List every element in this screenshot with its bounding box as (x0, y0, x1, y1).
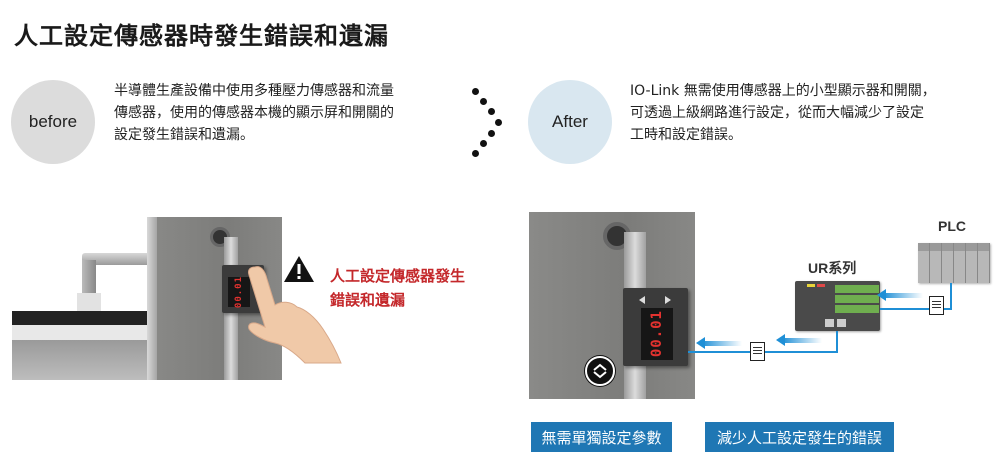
sensor-display: 00.01 (228, 276, 250, 308)
after-description-line: IO-Link 無需使用傳感器上的小型顯示器和開關， (630, 83, 936, 99)
before-description: 半導體生產設備中使用多種壓力傳感器和流量 傳感器，使用的傳感器本機的顯示屏和開關… (114, 80, 454, 146)
after-badge: After (528, 80, 612, 164)
plc-label: PLC (938, 218, 966, 234)
machine-arm (82, 253, 162, 265)
document-icon (750, 342, 765, 361)
flow-arrow-icon (883, 293, 923, 298)
machine-base (12, 340, 162, 380)
document-icon (929, 296, 944, 315)
before-description-line: 半導體生產設備中使用多種壓力傳感器和流量 (114, 83, 394, 99)
before-description-line: 設定發生錯誤和遺漏。 (114, 127, 254, 143)
flow-arrow-icon (702, 341, 742, 346)
tag-no-individual-params: 無需單獨設定參數 (531, 422, 672, 452)
tag-reduce-manual-errors: 減少人工設定發生的錯誤 (705, 422, 894, 452)
after-badge-label: After (552, 112, 588, 131)
flow-arrow-icon (877, 289, 886, 301)
machine-post (82, 260, 96, 295)
machine-ring (12, 311, 162, 341)
hand-pointing-icon (248, 266, 342, 364)
sync-icon (585, 356, 615, 386)
after-description-line: 工時和設定錯誤。 (630, 127, 742, 143)
flow-arrow-icon (782, 338, 822, 343)
plc-device (918, 243, 990, 283)
network-line (950, 283, 952, 309)
warning-message: 人工設定傳感器發生 錯誤和遺漏 (330, 264, 465, 312)
panel-edge (147, 217, 157, 380)
before-badge: before (11, 80, 95, 164)
ur-series-device (795, 281, 880, 331)
ur-series-label: UR系列 (808, 260, 857, 276)
page-title: 人工設定傳感器時發生錯誤和遺漏 (14, 22, 389, 50)
sensor-display-after: 00.01 (641, 308, 673, 360)
before-badge-label: before (28, 112, 78, 131)
after-description: IO-Link 無需使用傳感器上的小型顯示器和開關， 可透過上級網路進行設定，從… (630, 80, 1000, 146)
warning-icon (284, 256, 314, 282)
after-description-line: 可透過上級網路進行設定，從而大幅減少了設定 (630, 105, 924, 121)
warning-line: 人工設定傳感器發生 (330, 267, 466, 285)
sensor-right-arrow-icon (665, 296, 671, 304)
flow-arrow-icon (696, 337, 705, 349)
pressure-sensor-after: 00.01 (623, 288, 688, 366)
network-line (836, 331, 838, 352)
flow-arrow-icon (776, 334, 785, 346)
before-illustration: 00.01 (12, 215, 282, 380)
sensor-left-arrow-icon (639, 296, 645, 304)
network-line (880, 308, 952, 310)
before-description-line: 傳感器，使用的傳感器本機的顯示屏和開關的 (114, 105, 394, 121)
dotted-chevron-right-icon (468, 88, 508, 158)
warning-line: 錯誤和遺漏 (330, 291, 406, 309)
